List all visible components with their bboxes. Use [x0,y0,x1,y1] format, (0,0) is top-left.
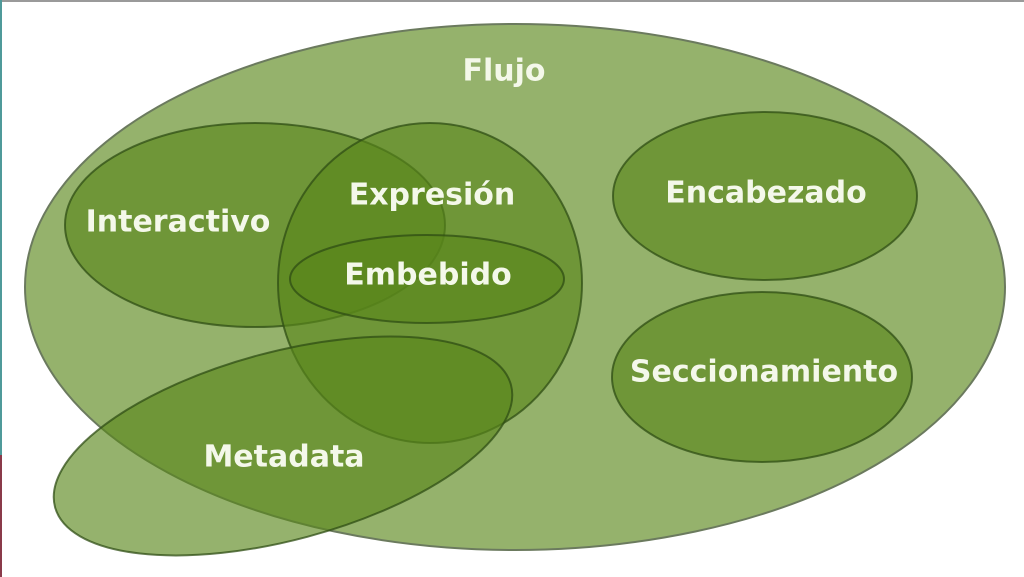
set-encabezado [612,111,918,281]
label-flujo: Flujo [462,54,545,89]
label-seccionamiento: Seccionamiento [630,355,898,390]
label-expresion: Expresión [349,178,516,213]
label-metadata: Metadata [203,440,364,475]
label-encabezado: Encabezado [665,176,867,211]
label-embebido: Embebido [344,258,511,293]
left-border-accent [0,455,2,577]
set-embebido [289,234,565,324]
left-border [0,0,2,577]
set-metadata [52,335,514,557]
set-seccionamiento [611,291,913,463]
top-border [0,0,1024,2]
label-interactivo: Interactivo [86,205,271,240]
